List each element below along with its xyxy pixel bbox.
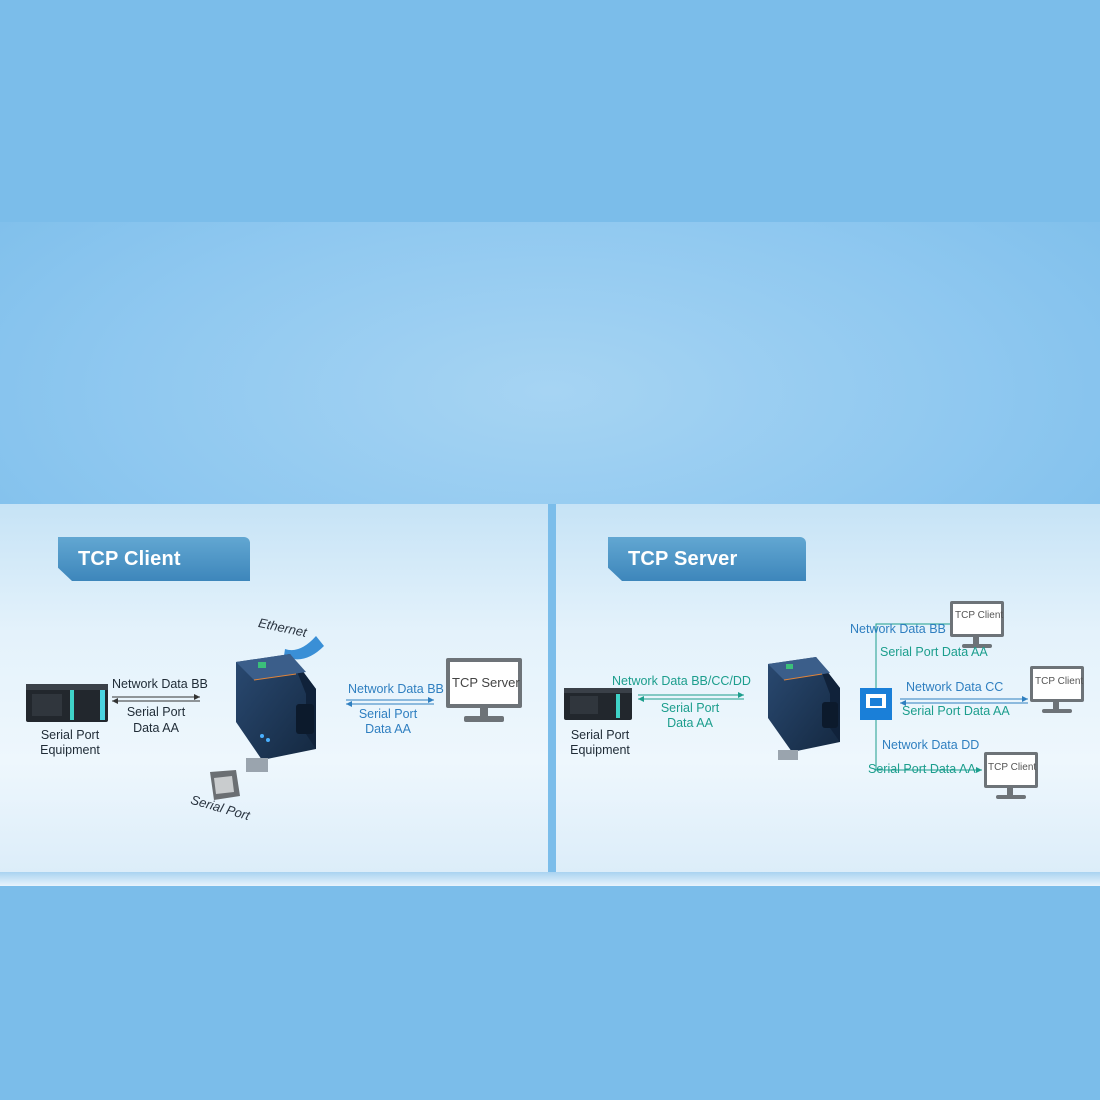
client-3-serial-data: Serial Port Data AA <box>868 762 976 776</box>
tcp-client-mode-panel: TCP Client Mode <box>0 504 548 872</box>
serial-port-connector-icon <box>210 770 240 800</box>
tcp-client-mode-title: TCP Client Mode <box>58 537 250 581</box>
client-1-network-data: Network Data BB <box>850 622 946 636</box>
bottom-divider-strip <box>0 872 1100 886</box>
server-mode-network-data-label: Network Data BB/CC/DD <box>612 674 751 688</box>
tcp-server-mode-title: TCP Server Mode <box>608 537 806 581</box>
client-3-label: TCP Client <box>988 762 1037 773</box>
serial-server-device-icon <box>236 654 316 772</box>
server-mode-serial-data-label: Serial Port Data AA <box>660 701 720 730</box>
client-2-serial-data: Serial Port Data AA <box>902 704 1010 718</box>
client-3-branch-line <box>875 720 982 773</box>
serial-server-device-icon-server <box>768 657 840 760</box>
client-1-serial-data: Serial Port Data AA <box>880 645 988 659</box>
tcp-server-monitor-icon <box>446 658 522 722</box>
server-serial-data-label: Serial Port Data AA <box>358 707 418 736</box>
plc-equipment-icon <box>26 684 108 722</box>
server-mode-diagram <box>564 601 1084 799</box>
server-mode-equipment-label: Serial Port Equipment <box>570 728 630 757</box>
network-switch-icon <box>860 688 892 720</box>
client-mode-diagram <box>26 636 522 800</box>
tcp-client-monitor-1-icon <box>950 601 1004 648</box>
tcp-client-monitor-2-icon <box>1030 666 1084 713</box>
client-1-label: TCP Client <box>955 610 1004 621</box>
tcp-server-mode-panel: TCP Server Mode <box>556 504 1100 872</box>
client-equipment-label: Serial Port Equipment <box>40 728 100 757</box>
client-network-data-label: Network Data BB <box>112 677 208 691</box>
client-2-network-data: Network Data CC <box>906 680 1004 694</box>
client-serial-data-label: Serial Port Data AA <box>126 705 186 735</box>
ethernet-cable-icon <box>284 636 324 660</box>
tcp-client-monitor-3-icon <box>984 752 1038 799</box>
client-3-network-data: Network Data DD <box>882 738 980 752</box>
client-2-label: TCP Client <box>1035 676 1084 687</box>
plc-equipment-icon-server <box>564 688 632 720</box>
server-network-data-label: Network Data BB <box>348 682 444 696</box>
tcp-server-label: TCP Server <box>452 675 520 690</box>
client-1-branch-line <box>875 621 956 688</box>
background-glow <box>0 222 1100 504</box>
